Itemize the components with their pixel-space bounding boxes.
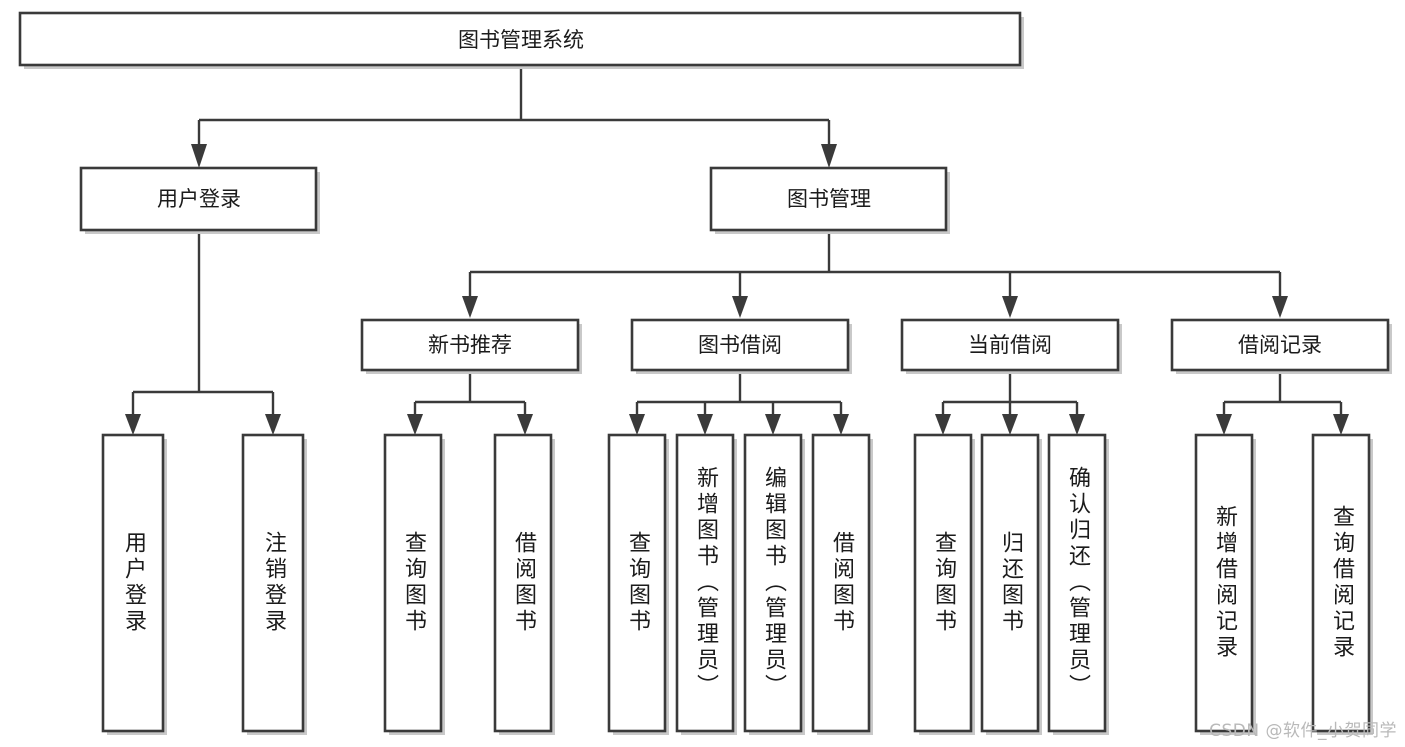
arrowhead-borrow-record [1272, 296, 1288, 318]
arrowhead-leaf-query-record [1333, 414, 1349, 435]
label-layer: 图书管理系统 用户登录 图书管理 新书推荐 图书借阅 当前借阅 借阅记录 [157, 28, 1322, 357]
book-borrow-label: 图书借阅 [698, 333, 782, 357]
node-leaf-return-book[interactable] [980, 433, 1040, 733]
node-leaf-add-record[interactable] [1194, 433, 1254, 733]
arrowhead-user-login [191, 144, 207, 168]
arrowhead-current-borrow [1002, 296, 1018, 318]
arrowhead-layer [125, 144, 1349, 435]
arrowhead-leaf-borrow-book-2 [833, 414, 849, 435]
book-management-label: 图书管理 [787, 187, 871, 211]
node-new-book-recommend[interactable] [360, 318, 580, 372]
node-book-borrow[interactable] [630, 318, 850, 372]
borrow-record-label: 借阅记录 [1238, 333, 1322, 357]
arrowhead-book-borrow [732, 296, 748, 318]
arrowhead-leaf-logout-login [265, 414, 281, 435]
node-leaf-borrow-book-2[interactable] [811, 433, 871, 733]
arrowhead-new-book-recommend [462, 296, 478, 318]
current-borrow-label: 当前借阅 [968, 333, 1052, 357]
node-leaf-query-book-1[interactable] [383, 433, 443, 733]
arrowhead-leaf-return-book [1002, 414, 1018, 435]
node-leaf-edit-book[interactable] [743, 433, 803, 733]
node-leaf-logout-login[interactable] [241, 433, 305, 733]
node-user-login[interactable] [79, 166, 318, 232]
node-book-management[interactable] [709, 166, 948, 232]
node-borrow-record[interactable] [1170, 318, 1390, 372]
node-leaf-user-login[interactable] [101, 433, 165, 733]
root-node-label: 图书管理系统 [458, 28, 584, 52]
arrowhead-leaf-borrow-book-1 [517, 414, 533, 435]
arrowhead-leaf-add-record [1216, 414, 1232, 435]
arrowhead-leaf-query-book-2 [629, 414, 645, 435]
node-current-borrow[interactable] [900, 318, 1120, 372]
arrowhead-leaf-query-book-1 [407, 414, 423, 435]
new-book-recommend-label: 新书推荐 [428, 333, 512, 357]
arrowhead-leaf-edit-book [765, 414, 781, 435]
arrowhead-leaf-confirm-return [1069, 414, 1085, 435]
node-leaf-query-record[interactable] [1311, 433, 1371, 733]
arrowhead-leaf-add-book [697, 414, 713, 435]
node-leaf-query-book-3[interactable] [913, 433, 973, 733]
watermark-text: CSDN @软件_小贺同学 [1209, 721, 1397, 741]
arrowhead-book-management [821, 144, 837, 168]
node-leaf-add-book[interactable] [675, 433, 735, 733]
user-login-label: 用户登录 [157, 187, 241, 211]
node-leaf-confirm-return[interactable] [1047, 433, 1107, 733]
arrowhead-leaf-user-login [125, 414, 141, 435]
node-leaf-query-book-2[interactable] [607, 433, 667, 733]
node-leaf-borrow-book-1[interactable] [493, 433, 553, 733]
node-root[interactable] [18, 11, 1022, 67]
arrowhead-leaf-query-book-3 [935, 414, 951, 435]
node-layer [18, 11, 1392, 735]
